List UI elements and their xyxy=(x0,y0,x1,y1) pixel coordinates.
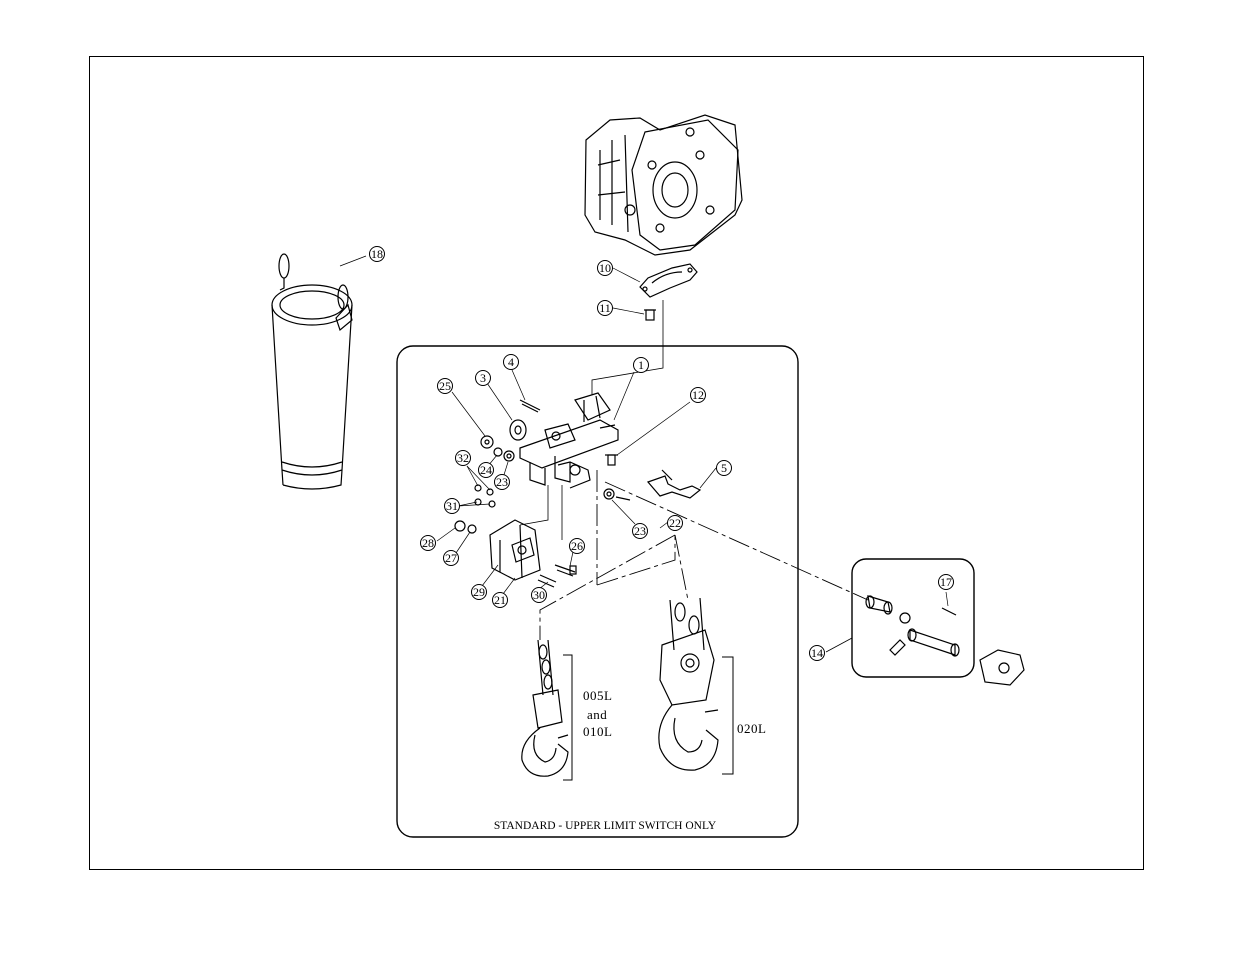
callout-c23b: 23 xyxy=(633,524,648,539)
callout-number: 5 xyxy=(721,461,727,475)
callout-number: 24 xyxy=(480,463,492,477)
callout-c28: 28 xyxy=(421,536,436,551)
callout-leaders xyxy=(340,256,948,606)
callout-number: 12 xyxy=(692,388,704,402)
callout-c4: 4 xyxy=(504,355,519,370)
callout-number: 1 xyxy=(638,358,644,372)
callout-number: 28 xyxy=(422,536,434,550)
parts-32-31-washers xyxy=(475,485,495,507)
callout-number: 21 xyxy=(494,593,506,607)
part-23-washer xyxy=(604,489,630,500)
callout-c17: 17 xyxy=(939,575,954,590)
callout-number: 17 xyxy=(940,575,952,589)
callout-c23a: 23 xyxy=(495,475,510,490)
part-5-lever xyxy=(648,470,700,498)
callout-c1: 1 xyxy=(634,358,649,373)
callout-number: 27 xyxy=(445,551,457,565)
label-020L: 020L xyxy=(737,721,766,736)
callout-number: 23 xyxy=(496,475,508,489)
callout-c3: 3 xyxy=(476,371,491,386)
callout-number: 32 xyxy=(457,451,469,465)
part-10-bracket xyxy=(640,264,697,297)
callout-c25: 25 xyxy=(438,379,453,394)
callout-number: 30 xyxy=(533,588,545,602)
part-18-chain-bucket xyxy=(272,254,352,489)
callout-number: 29 xyxy=(473,585,485,599)
callout-number: 26 xyxy=(571,539,583,553)
parts-28-27 xyxy=(455,521,476,533)
callout-c21: 21 xyxy=(493,593,508,608)
part-14-assembly xyxy=(852,559,1024,685)
callout-number: 10 xyxy=(599,261,611,275)
callout-c18: 18 xyxy=(370,247,385,262)
callout-c5: 5 xyxy=(717,461,732,476)
callout-c31: 31 xyxy=(445,499,460,514)
assembly-axis-line xyxy=(605,482,868,600)
bracket-small xyxy=(563,655,572,780)
callout-c11: 11 xyxy=(598,301,613,316)
callout-number: 22 xyxy=(669,516,681,530)
label-010L: 010L xyxy=(583,724,612,739)
callout-number: 4 xyxy=(508,355,514,369)
part-12-screw xyxy=(605,455,618,465)
hook-small-005L-010L xyxy=(522,640,568,776)
box-caption: STANDARD - UPPER LIMIT SWITCH ONLY xyxy=(494,820,717,832)
part-4-pin xyxy=(520,400,540,412)
callout-number: 18 xyxy=(371,247,383,261)
hook-large-020L xyxy=(659,598,718,770)
callout-c29: 29 xyxy=(472,585,487,600)
callout-c32: 32 xyxy=(456,451,471,466)
part-3-roller xyxy=(510,420,526,440)
leader-bracket-chain xyxy=(520,485,548,525)
callout-number: 25 xyxy=(439,379,451,393)
callout-number: 3 xyxy=(480,371,486,385)
callout-c14: 14 xyxy=(810,646,825,661)
callout-c24: 24 xyxy=(479,463,494,478)
bracket-large xyxy=(722,657,733,774)
callout-number: 14 xyxy=(811,646,823,660)
part-29-21-bracket xyxy=(490,520,540,580)
callout-c22: 22 xyxy=(668,516,683,531)
callout-number: 31 xyxy=(446,499,458,513)
callout-number: 11 xyxy=(599,301,611,315)
label-and: and xyxy=(587,707,607,722)
callout-c12: 12 xyxy=(691,388,706,403)
callout-c27: 27 xyxy=(444,551,459,566)
parts-26-30-screws xyxy=(538,565,576,587)
part-11-screw xyxy=(644,310,656,320)
gearbox-housing xyxy=(585,115,742,255)
callout-c10: 10 xyxy=(598,261,613,276)
parts-25-24-23-nuts xyxy=(481,436,514,461)
standard-box xyxy=(397,346,798,837)
callout-number: 23 xyxy=(634,524,646,538)
leader-14 xyxy=(826,638,852,652)
label-005L: 005L xyxy=(583,688,612,703)
callout-c30: 30 xyxy=(532,588,547,603)
callout-c26: 26 xyxy=(570,539,585,554)
